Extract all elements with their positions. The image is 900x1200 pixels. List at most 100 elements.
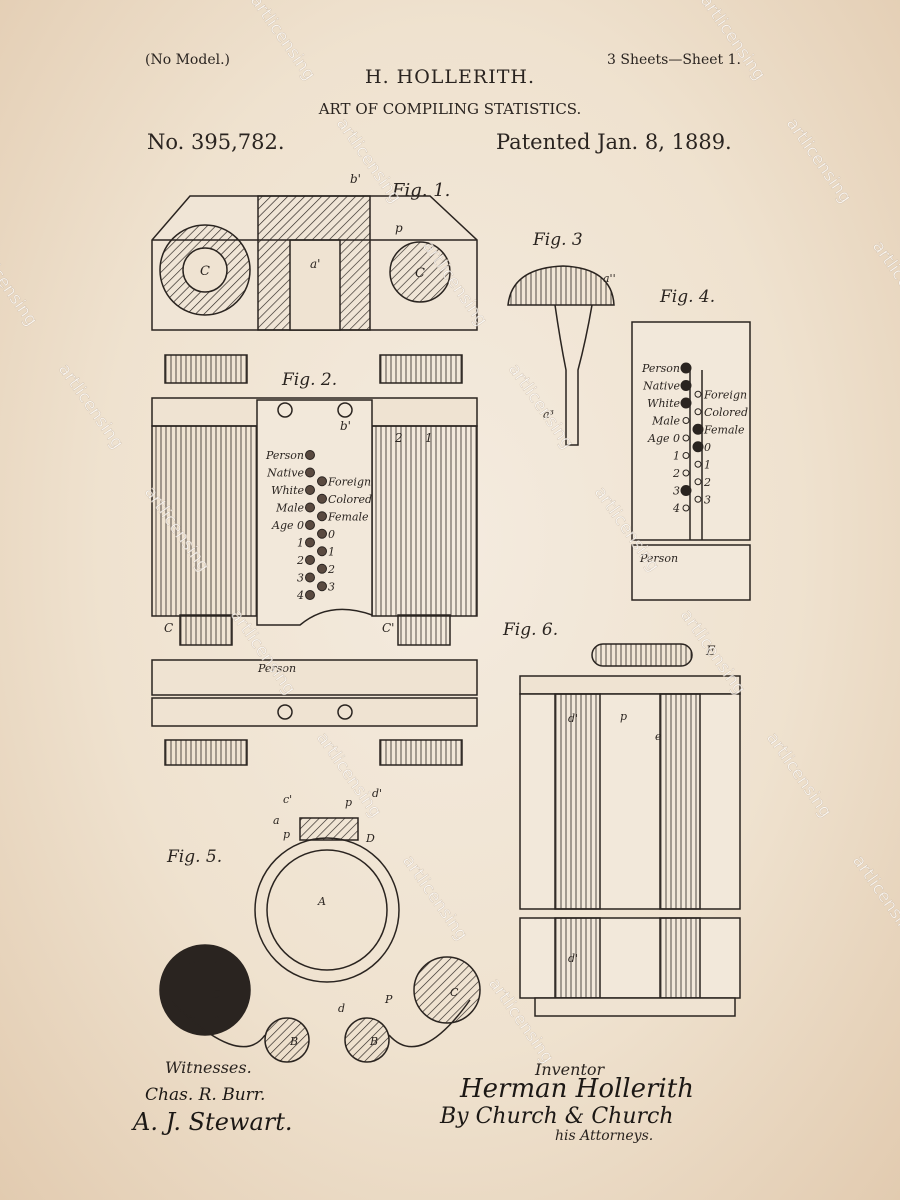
fig5-letter: d' [372, 787, 382, 800]
fig6-letter: p [620, 710, 627, 723]
svg-text:artlicensing: artlicensing [0, 237, 41, 330]
fig6-letter: d' [568, 712, 578, 725]
punch-hole [317, 546, 327, 557]
fig1-label: Fig. 1. [391, 180, 450, 201]
fig4-label: Fig. 4. [659, 287, 715, 307]
punch-hole [680, 397, 692, 409]
punch-hole [305, 555, 315, 565]
svg-text:artlicensing: artlicensing [762, 729, 835, 822]
fig2-letter: b' [340, 419, 351, 433]
punch-hole [317, 563, 327, 574]
punch-hole [680, 362, 692, 374]
fig5-letter: d [338, 1002, 345, 1015]
punch-hole [682, 452, 690, 459]
svg-text:artlicensing: artlicensing [782, 114, 855, 207]
sheet-number: 3 Sheets—Sheet 1. [607, 52, 741, 68]
fig2-letter: 1 [425, 431, 433, 445]
svg-text:artlicensing: artlicensing [696, 0, 769, 84]
card-label: 1 [704, 458, 711, 471]
punch-hole [692, 423, 704, 435]
card-label: Male [275, 502, 304, 515]
fig6-letter: d' [568, 952, 578, 965]
card-label: Person [641, 362, 680, 375]
svg-text:artlicensing: artlicensing [868, 237, 900, 330]
fig5-letter: c' [283, 793, 292, 806]
fig6-label: Fig. 6. [502, 620, 558, 640]
figure-4 [631, 321, 751, 601]
fig6-letter: e [655, 730, 662, 743]
card-label: Colored [328, 493, 372, 506]
card-label: 3 [297, 572, 304, 585]
fig5-letter: p [345, 796, 352, 809]
punch-hole [317, 476, 327, 487]
fig1-letter: b' [350, 172, 361, 186]
punch-hole [317, 493, 327, 504]
punch-hole [694, 460, 702, 468]
punch-hole [305, 572, 315, 583]
attorney-signature: By Church & Church [439, 1104, 674, 1129]
inventor-heading: Inventor [534, 1060, 606, 1079]
punch-hole [692, 441, 704, 453]
punch-hole [305, 450, 315, 460]
punch-hole [694, 495, 702, 503]
punch-hole [305, 590, 315, 600]
punch-hole [682, 469, 690, 477]
punch-hole [694, 478, 702, 486]
fig6-letter: E [705, 644, 716, 659]
punch-hole [305, 520, 315, 530]
svg-text:artlicensing: artlicensing [246, 0, 319, 84]
fig5-letter: A [317, 895, 326, 908]
card-label: Colored [704, 406, 748, 419]
fig5-letter: B [289, 1035, 298, 1048]
fig5-letter: p [283, 828, 290, 841]
fig5-letter: a [273, 814, 280, 827]
figure-6 [519, 643, 741, 1017]
fig4-stub: Person [639, 552, 678, 565]
card-label: 3 [328, 580, 335, 593]
fig5-letter: C [212, 988, 221, 1001]
card-label: White [271, 484, 304, 497]
card-label: Age 0 [647, 432, 680, 445]
card-label: 2 [672, 467, 680, 480]
fig1-letter: C [415, 266, 425, 281]
card-label: 2 [296, 554, 304, 567]
card-label: Person [265, 449, 304, 462]
punch-hole [680, 485, 692, 496]
figure-2 [151, 354, 478, 766]
fig1-letter: C [200, 264, 210, 279]
card-label: Female [703, 423, 745, 436]
attorneys-label: his Attorneys. [555, 1128, 653, 1144]
svg-text:artlicensing: artlicensing [848, 852, 900, 945]
svg-text:artlicensing: artlicensing [54, 360, 127, 453]
punch-hole [682, 417, 690, 424]
inventor-signature: Herman Hollerith [459, 1074, 694, 1104]
card-label: 0 [704, 441, 711, 454]
card-label: Female [327, 510, 369, 523]
punch-hole [305, 502, 315, 513]
card-label: 3 [673, 485, 680, 498]
punch-hole [682, 434, 690, 442]
punch-hole [682, 504, 690, 512]
card-label: 4 [672, 502, 680, 515]
card-label: 1 [328, 545, 335, 558]
card-label: Foreign [703, 388, 747, 401]
fig3-letter: a³ [543, 408, 554, 421]
card-label: 1 [297, 537, 304, 550]
punch-hole [305, 485, 315, 495]
card-label: Foreign [327, 475, 371, 488]
card-label: 3 [704, 493, 711, 506]
card-label: White [647, 397, 680, 410]
punch-hole [317, 581, 327, 592]
figure-1 [151, 195, 478, 331]
fig2-letter: C' [382, 621, 394, 635]
witnesses-heading: Witnesses. [165, 1058, 252, 1077]
no-model-note: (No Model.) [145, 52, 230, 68]
card-label: 0 [328, 528, 335, 541]
punch-hole [680, 380, 692, 391]
svg-text:artlicensing: artlicensing [398, 852, 471, 945]
fig2-label: Fig. 2. [281, 370, 337, 390]
fig5-letter: B [369, 1035, 378, 1048]
svg-text:artlicensing: artlicensing [332, 114, 405, 207]
